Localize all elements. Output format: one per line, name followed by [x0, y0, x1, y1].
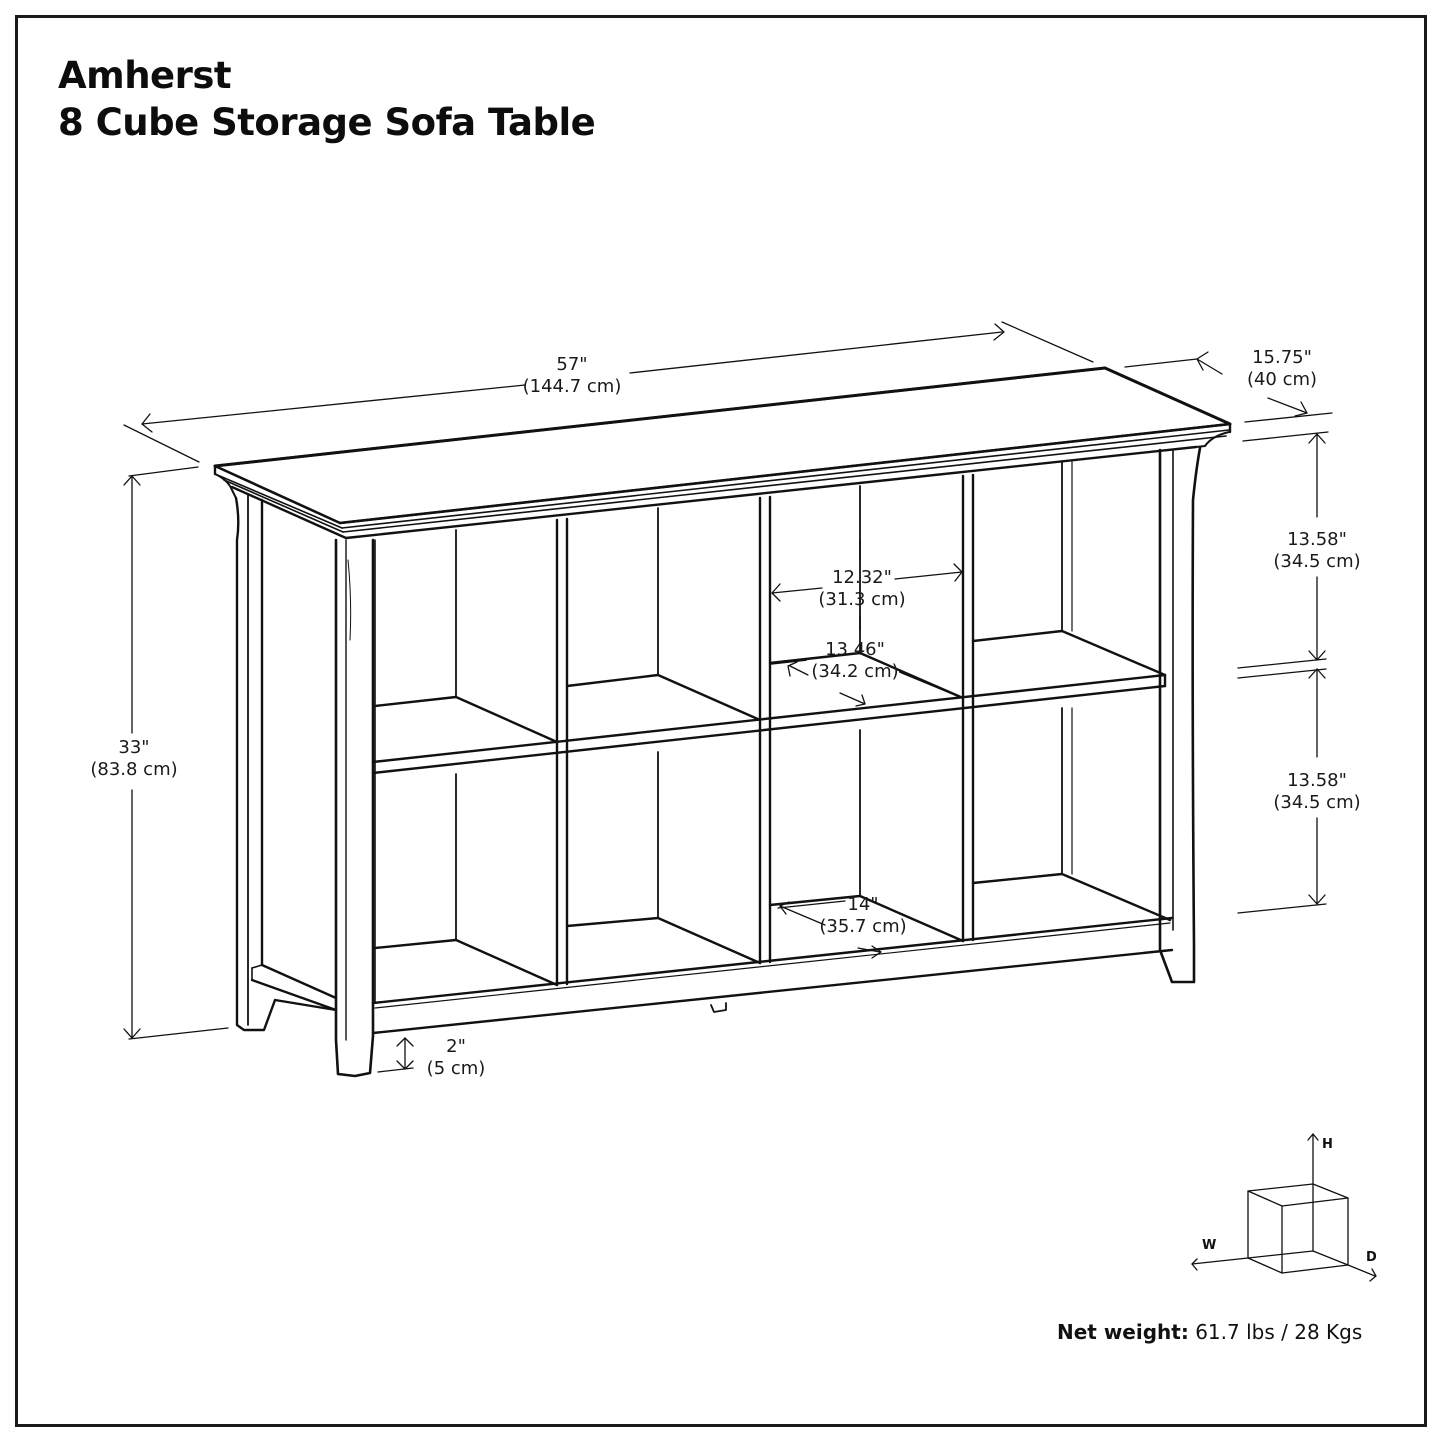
dim-height-label: 33" (83.8 cm)	[82, 737, 186, 781]
dim-width-metric: (144.7 cm)	[522, 376, 622, 397]
dim-upper-cube-height-label: 13.58" (34.5 cm)	[1264, 529, 1370, 573]
axis-label-depth: D	[1366, 1250, 1377, 1265]
dim-floor-clearance-metric: (5 cm)	[426, 1058, 486, 1079]
dimension-lines	[123, 321, 1333, 1073]
dim-upper-cube-height-imperial: 13.58"	[1287, 529, 1347, 550]
front-right-leg	[1158, 446, 1202, 984]
axis-label-height: H	[1322, 1137, 1333, 1152]
dim-upper-cube-height-metric: (34.5 cm)	[1273, 551, 1361, 572]
dim-cube-depth-label: 13.46" (34.2 cm)	[804, 639, 906, 683]
product-title: Amherst 8 Cube Storage Sofa Table	[58, 52, 596, 146]
dim-lower-cube-height-metric: (34.5 cm)	[1273, 792, 1361, 813]
dim-depth-metric: (40 cm)	[1246, 369, 1318, 390]
dim-bottom-cube-depth-imperial: 14"	[847, 894, 879, 915]
axis-label-width: W	[1202, 1238, 1217, 1253]
net-weight-value: 61.7 lbs / 28 Kgs	[1188, 1320, 1363, 1344]
tabletop	[213, 366, 1232, 525]
dim-cube-width-imperial: 12.32"	[832, 567, 892, 588]
axis-legend-cube	[1191, 1133, 1377, 1282]
dim-height-metric: (83.8 cm)	[90, 759, 178, 780]
dim-width-label: 57" (144.7 cm)	[517, 354, 627, 398]
dim-bottom-cube-depth-metric: (35.7 cm)	[819, 916, 907, 937]
product-subtitle: 8 Cube Storage Sofa Table	[58, 101, 596, 144]
dim-bottom-cube-depth-label: 14" (35.7 cm)	[811, 894, 915, 938]
dim-cube-depth-imperial: 13.46"	[825, 639, 885, 660]
diagram-frame	[15, 15, 1427, 1427]
dim-floor-clearance-label: 2" (5 cm)	[418, 1036, 494, 1080]
net-weight-label: Net weight:	[1057, 1320, 1189, 1344]
net-weight: Net weight: 61.7 lbs / 28 Kgs	[1057, 1320, 1362, 1344]
dim-lower-cube-height-label: 13.58" (34.5 cm)	[1264, 770, 1370, 814]
dim-floor-clearance-imperial: 2"	[446, 1036, 466, 1057]
dim-cube-depth-metric: (34.2 cm)	[811, 661, 899, 682]
dim-lower-cube-height-imperial: 13.58"	[1287, 770, 1347, 791]
dim-height-imperial: 33"	[118, 737, 150, 758]
top-molding	[213, 422, 1232, 540]
dim-cube-width-metric: (31.3 cm)	[818, 589, 906, 610]
front-left-leg	[334, 538, 375, 1078]
dim-cube-width-label: 12.32" (31.3 cm)	[814, 567, 910, 611]
product-name: Amherst	[58, 54, 232, 97]
dim-width-imperial: 57"	[556, 354, 588, 375]
carcass	[371, 461, 1174, 1035]
left-side-panel	[234, 493, 338, 1032]
dim-depth-imperial: 15.75"	[1252, 347, 1312, 368]
dim-depth-label: 15.75" (40 cm)	[1238, 347, 1326, 391]
